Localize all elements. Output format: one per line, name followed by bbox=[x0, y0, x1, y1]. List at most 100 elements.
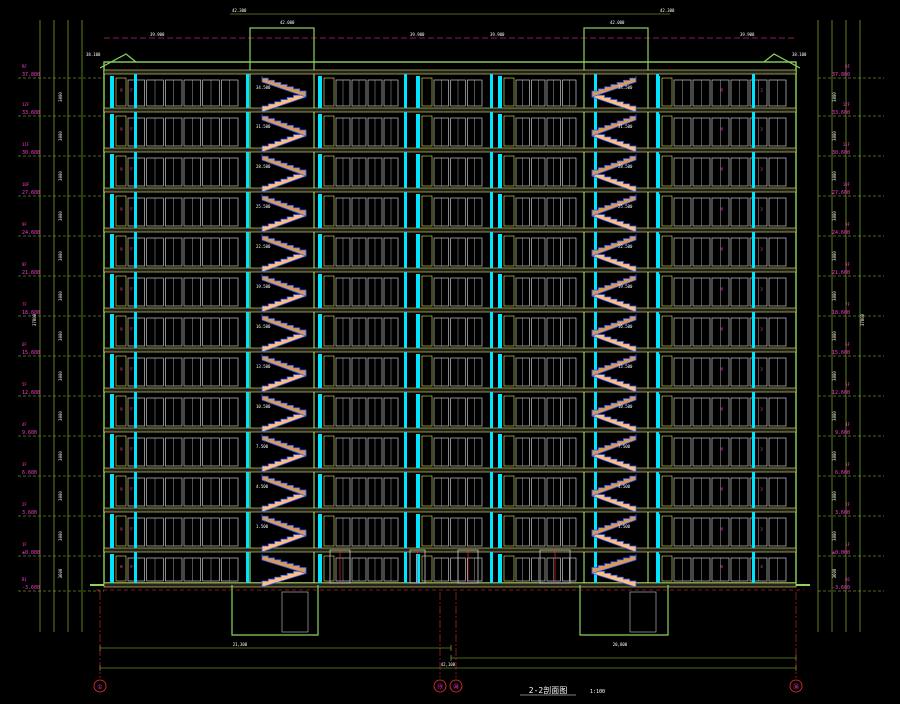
balcony-column bbox=[318, 354, 322, 388]
level-label: 24.600 bbox=[22, 230, 40, 236]
partition-wall bbox=[752, 112, 755, 148]
balcony-column bbox=[318, 194, 322, 228]
room-wall-box bbox=[421, 475, 433, 507]
storey-height: 3000 bbox=[58, 411, 63, 421]
balcony-column bbox=[498, 234, 502, 268]
partition-wall bbox=[656, 74, 659, 108]
balcony-column bbox=[318, 76, 322, 108]
partition-wall bbox=[404, 232, 407, 268]
partition-wall bbox=[656, 152, 659, 188]
stair-flight bbox=[591, 114, 637, 137]
balcony-column bbox=[318, 394, 322, 428]
room-tag: 厨 bbox=[720, 286, 723, 291]
partition-wall bbox=[246, 472, 249, 508]
axis-bubble bbox=[433, 679, 447, 693]
balcony-column bbox=[318, 474, 322, 508]
stair-landing-label: 34.500 bbox=[256, 85, 271, 90]
room-wall-box bbox=[503, 275, 515, 307]
partition-wall bbox=[134, 432, 137, 468]
axis-label: ⑳ bbox=[453, 683, 459, 691]
room-tag: 厅 bbox=[130, 247, 133, 251]
room-wall-box bbox=[323, 475, 335, 507]
balcony-column bbox=[318, 274, 322, 308]
room-wall-box bbox=[323, 77, 335, 107]
partition-wall bbox=[134, 232, 137, 268]
axis-label: ① bbox=[97, 684, 102, 691]
partition-wall bbox=[656, 312, 659, 348]
floor-tag: 5F bbox=[22, 382, 27, 387]
room-tag: 厨 bbox=[720, 126, 723, 131]
drawing-title: 2-2剖面图 bbox=[529, 685, 567, 695]
balcony-column bbox=[416, 274, 420, 308]
room-wall-box bbox=[421, 115, 433, 147]
room-wall-box bbox=[323, 155, 335, 187]
partition-wall bbox=[404, 552, 407, 583]
partition-wall bbox=[752, 472, 755, 508]
level-label: 3.600 bbox=[22, 510, 37, 516]
partition-wall bbox=[752, 512, 755, 548]
partition-wall bbox=[404, 272, 407, 308]
basement-pit bbox=[231, 585, 319, 636]
room-wall-box bbox=[421, 435, 433, 467]
stair-cores: 34.50031.50028.50025.50022.50019.50016.5… bbox=[256, 76, 637, 588]
room-wall-box bbox=[661, 275, 673, 307]
storey-height: 3600 bbox=[58, 568, 63, 578]
parapet-label: 39.900 bbox=[410, 32, 425, 37]
room-wall-box bbox=[503, 315, 515, 347]
floor-tag: 3F bbox=[845, 462, 850, 467]
room-tag: 厅 bbox=[130, 327, 133, 331]
room-wall-box bbox=[503, 77, 515, 107]
balcony-column bbox=[110, 354, 114, 388]
balcony-column bbox=[110, 76, 114, 108]
room-tag: 卫 bbox=[760, 127, 763, 131]
room-tag: 厨 bbox=[720, 246, 723, 251]
partition-wall bbox=[490, 472, 493, 508]
storey-height: 3000 bbox=[58, 331, 63, 341]
room-tag: 厅 bbox=[130, 565, 133, 569]
stair-landing-label: 1.500 bbox=[618, 524, 631, 529]
partition-wall bbox=[134, 552, 137, 583]
floor-slab bbox=[103, 582, 797, 588]
storey-height: 3000 bbox=[58, 131, 63, 141]
partition-wall bbox=[404, 432, 407, 468]
level-label: 33.600 bbox=[832, 110, 850, 116]
room-wall-box bbox=[421, 155, 433, 187]
partition-wall bbox=[752, 272, 755, 308]
floor-tag: 7F bbox=[845, 302, 850, 307]
floor-tag: 6F bbox=[845, 342, 850, 347]
balcony-column bbox=[498, 274, 502, 308]
room-tag: 卫 bbox=[760, 167, 763, 171]
level-label: 3.600 bbox=[835, 510, 850, 516]
room-tag: 厨 bbox=[720, 87, 723, 92]
stair-landing-label: 34.500 bbox=[618, 85, 633, 90]
room-wall-box bbox=[323, 515, 335, 547]
room-tag: 卫 bbox=[760, 407, 763, 411]
partition-wall bbox=[404, 472, 407, 508]
balcony-column bbox=[110, 474, 114, 508]
parapet-label: 39.900 bbox=[740, 32, 755, 37]
balcony-column bbox=[110, 434, 114, 468]
stair-landing-label: 31.500 bbox=[256, 124, 271, 129]
room-wall-box bbox=[661, 115, 673, 147]
room-wall-box bbox=[661, 475, 673, 507]
level-label: 18.600 bbox=[22, 310, 40, 316]
parapet-label: 39.900 bbox=[150, 32, 165, 37]
axis-label: ⑲ bbox=[437, 683, 443, 691]
balcony-column bbox=[498, 394, 502, 428]
balcony-column bbox=[318, 314, 322, 348]
balcony-column bbox=[416, 434, 420, 468]
partition-wall bbox=[246, 232, 249, 268]
stair-flight bbox=[591, 354, 637, 377]
partition-wall bbox=[656, 512, 659, 548]
stair-flight bbox=[261, 76, 307, 98]
room-wall-box bbox=[421, 395, 433, 427]
storey-height: 3000 bbox=[58, 451, 63, 461]
floor-slab bbox=[103, 547, 797, 553]
level-label: 21.600 bbox=[22, 270, 40, 276]
room-tag: 厨 bbox=[720, 564, 723, 569]
room-wall-box bbox=[503, 195, 515, 227]
room-wall-box bbox=[421, 515, 433, 547]
partition-wall bbox=[134, 312, 137, 348]
room-wall-box bbox=[115, 77, 127, 107]
level-label: 30.600 bbox=[832, 150, 850, 156]
